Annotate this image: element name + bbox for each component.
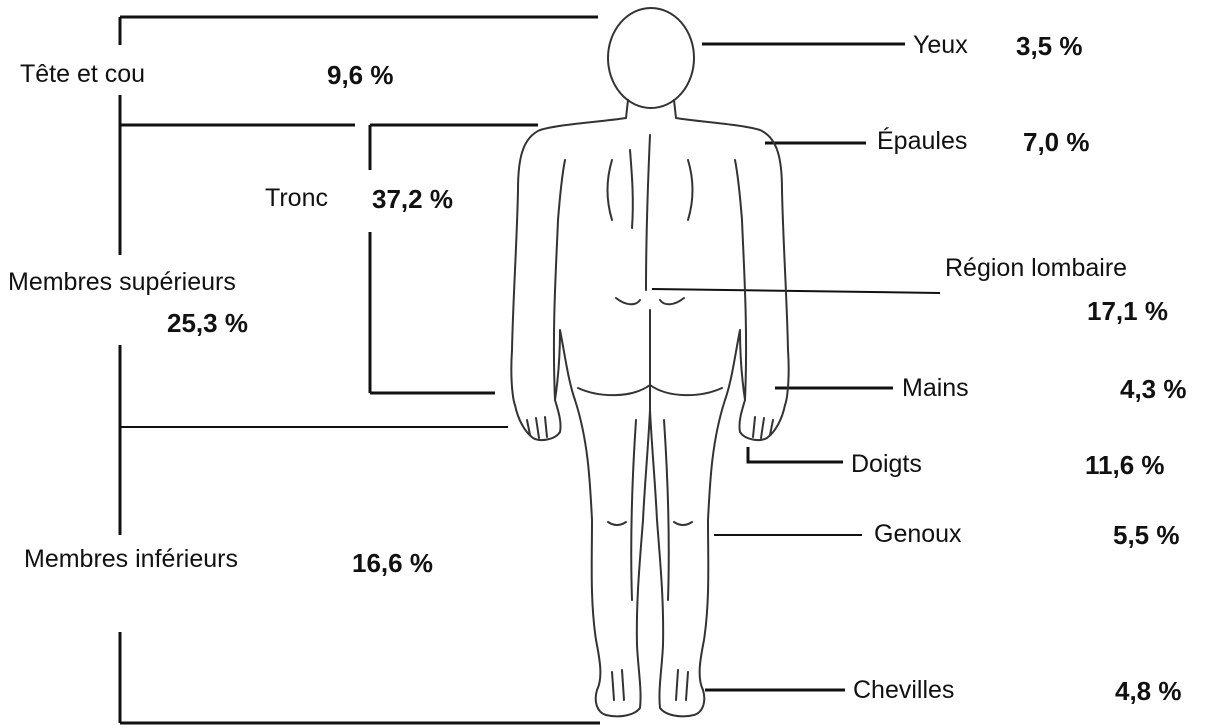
lumbar-value: 17,1 %: [1087, 298, 1168, 324]
head-neck-value: 9,6 %: [327, 62, 394, 88]
fingers-value: 11,6 %: [1085, 452, 1165, 478]
human-figure-back-view: [511, 8, 788, 716]
left-knee-line: [608, 522, 626, 525]
right-scapula-line: [688, 160, 693, 220]
hands-value: 4,3 %: [1120, 376, 1187, 402]
right-hand-fingers-line: [753, 417, 773, 438]
left-bracket-lines: [120, 17, 600, 723]
right-leg-inner-line: [664, 420, 669, 600]
fingers-label: Doigts: [851, 452, 922, 477]
upper-limbs-label: Membres supérieurs: [8, 270, 236, 295]
left-scapula-line: [608, 160, 613, 220]
left-back-muscle-line: [630, 150, 633, 228]
fingers-pointer-line: [748, 447, 843, 462]
knees-value: 5,5 %: [1113, 522, 1180, 548]
shoulders-value: 7,0 %: [1023, 129, 1090, 155]
eyes-label: Yeux: [913, 33, 968, 58]
lumbar-label: Région lombaire: [945, 256, 1127, 281]
eyes-value: 3,5 %: [1016, 33, 1083, 59]
head-shape: [608, 8, 694, 108]
ankles-label: Chevilles: [853, 678, 954, 703]
head-neck-label: Tête et cou: [20, 62, 145, 87]
right-knee-line: [674, 522, 692, 525]
lower-limbs-label: Membres inférieurs: [24, 547, 238, 572]
lower-limbs-value: 16,6 %: [352, 550, 433, 576]
trunk-label: Tronc: [265, 186, 328, 211]
left-hand-fingers-line: [527, 417, 547, 438]
lumbar-pointer-line: [652, 289, 940, 293]
right-ankle-detail-line: [676, 670, 688, 700]
shoulders-label: Épaules: [877, 129, 967, 154]
trunk-value: 37,2 %: [372, 186, 453, 212]
ankles-value: 4,8 %: [1115, 678, 1182, 704]
left-leg-inner-line: [631, 420, 636, 600]
lumbar-dimples-line: [616, 298, 684, 304]
hands-label: Mains: [902, 376, 969, 401]
upper-limbs-value: 25,3 %: [167, 310, 248, 336]
spine-line: [646, 135, 650, 290]
knees-label: Genoux: [874, 522, 962, 547]
left-ankle-detail-line: [612, 670, 624, 700]
